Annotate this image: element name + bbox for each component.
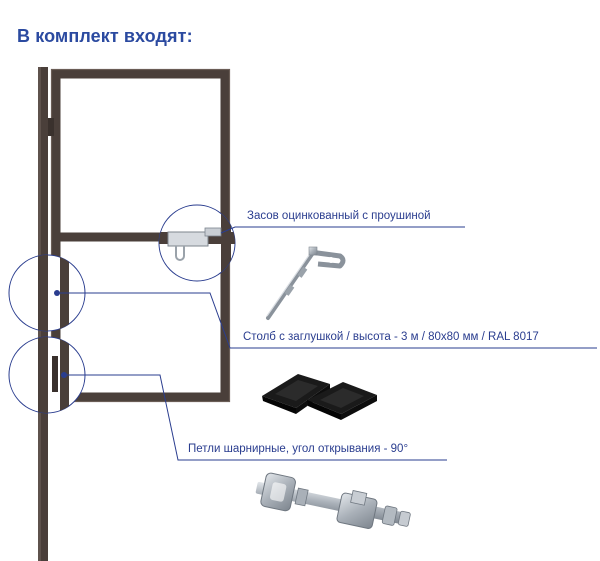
latch-label: Засов оцинкованный с проушиной [247,210,431,222]
post-label: Столб с заглушкой / высота - 3 м / 80x80… [243,331,539,343]
latch-detail [158,204,236,282]
post-detail [8,254,86,332]
leader-lines [57,226,597,461]
latch-bolt-product [266,246,346,320]
post-caps-product [262,374,377,420]
hinge-label: Петли шарнирные, угол открывания - 90° [188,443,409,455]
hinge-block-top [48,118,54,136]
hinges-product [255,472,411,529]
kit-heading: В комплект входят: [17,26,193,46]
